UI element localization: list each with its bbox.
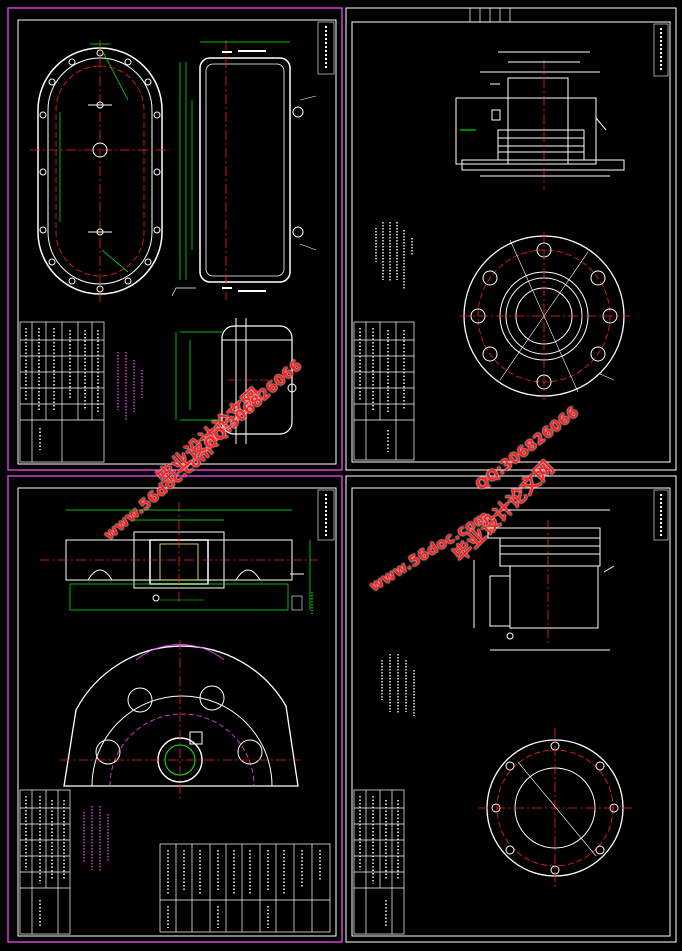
- parts-table: [159, 843, 331, 933]
- title-block-top-left: [19, 321, 105, 463]
- sheet-border: [345, 475, 677, 943]
- sheet-bottom-left: [7, 475, 343, 943]
- title-block-top-right: [353, 321, 415, 461]
- drawing-frame: [17, 487, 337, 937]
- cover-section-view: [171, 40, 317, 300]
- title-block-bottom-right: [353, 789, 405, 935]
- sheet-border: [7, 7, 343, 471]
- drawing-frame: [17, 19, 337, 465]
- oval-cover-plan: [30, 40, 170, 302]
- tech-notes-bottom-right: [381, 654, 415, 716]
- tech-notes-magenta: [117, 352, 143, 420]
- part-section-view: [40, 502, 318, 611]
- base-plan-view: [478, 728, 632, 890]
- base-section-view: [473, 509, 615, 651]
- corner-code-box: [317, 21, 335, 75]
- drawing-frame: [351, 487, 671, 937]
- tech-notes-bottom-left: [83, 806, 109, 872]
- tech-notes-top-right: [375, 222, 413, 290]
- title-block-bottom-left: [19, 789, 71, 935]
- half-round-plan-view: [60, 640, 300, 800]
- sheet-border: [345, 7, 677, 471]
- drawing-frame: [351, 21, 671, 463]
- cylinder-section-view: [455, 51, 625, 190]
- flange-plan-view: [460, 232, 630, 400]
- sheet-top-right: [345, 7, 677, 471]
- cover-side-view: [175, 318, 297, 444]
- sheet-bottom-right: [345, 475, 677, 943]
- sheet-top-left: [7, 7, 343, 471]
- sheet-border: [7, 475, 343, 943]
